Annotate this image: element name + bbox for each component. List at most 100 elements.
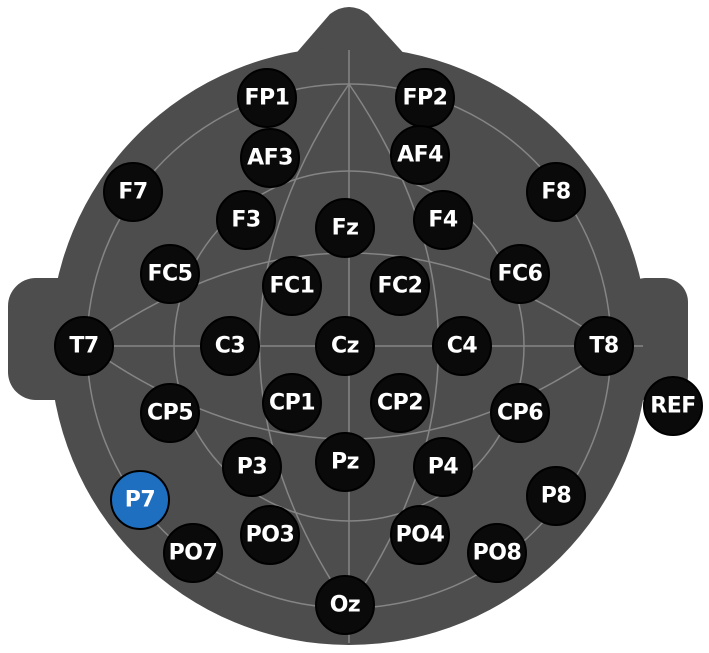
electrode-fp2[interactable]: FP2: [395, 68, 455, 128]
electrode-marker[interactable]: [240, 505, 300, 565]
electrode-label: CP1: [269, 391, 315, 416]
electrode-cz[interactable]: Cz: [315, 316, 375, 376]
electrode-label: PO8: [473, 541, 522, 566]
electrode-c4[interactable]: C4: [432, 316, 492, 376]
electrode-label: FC6: [498, 262, 543, 287]
electrode-label: T7: [69, 334, 98, 359]
electrode-marker[interactable]: [413, 437, 473, 497]
electrode-f7[interactable]: F7: [103, 162, 163, 222]
electrode-f4[interactable]: F4: [413, 190, 473, 250]
electrode-marker[interactable]: [526, 162, 586, 222]
electrode-oz[interactable]: Oz: [315, 575, 375, 635]
electrode-po8[interactable]: PO8: [467, 523, 527, 583]
electrode-marker[interactable]: [432, 316, 492, 376]
electrode-af3[interactable]: AF3: [240, 128, 300, 188]
electrode-label: FC1: [270, 274, 315, 299]
electrode-marker[interactable]: [262, 373, 322, 433]
electrode-label: P7: [125, 488, 155, 513]
electrode-po3[interactable]: PO3: [240, 505, 300, 565]
electrode-c3[interactable]: C3: [200, 316, 260, 376]
electrode-fp1[interactable]: FP1: [237, 68, 297, 128]
electrode-label: PO7: [169, 541, 218, 566]
electrode-marker[interactable]: [222, 437, 282, 497]
electrode-label: CP6: [497, 401, 543, 426]
electrode-marker[interactable]: [315, 316, 375, 376]
electrode-label: Oz: [330, 593, 361, 618]
electrode-fc2[interactable]: FC2: [370, 256, 430, 316]
electrode-marker[interactable]: [490, 383, 550, 443]
electrode-label: Pz: [331, 450, 359, 475]
electrode-label: C4: [447, 334, 478, 359]
electrode-po4[interactable]: PO4: [390, 505, 450, 565]
electrode-label: AF4: [397, 143, 443, 168]
electrode-label: Cz: [331, 334, 359, 359]
electrode-label: F4: [428, 208, 458, 233]
electrode-t8[interactable]: T8: [574, 316, 634, 376]
electrode-label: F8: [541, 180, 570, 205]
nose-shape: [292, 7, 408, 58]
electrode-marker[interactable]: [467, 523, 527, 583]
electrode-marker[interactable]: [237, 68, 297, 128]
electrode-p8[interactable]: P8: [526, 466, 586, 526]
electrode-label: REF: [650, 394, 696, 419]
electrode-cp6[interactable]: CP6: [490, 383, 550, 443]
electrode-marker[interactable]: [390, 505, 450, 565]
electrode-marker[interactable]: [315, 575, 375, 635]
electrode-fc6[interactable]: FC6: [490, 244, 550, 304]
electrode-label: P3: [237, 455, 267, 480]
electrode-p3[interactable]: P3: [222, 437, 282, 497]
electrode-af4[interactable]: AF4: [390, 125, 450, 185]
electrode-marker[interactable]: [315, 198, 375, 258]
electrode-marker[interactable]: [526, 466, 586, 526]
electrode-fc1[interactable]: FC1: [262, 256, 322, 316]
electrode-pz[interactable]: Pz: [315, 432, 375, 492]
electrode-marker[interactable]: [163, 523, 223, 583]
electrode-marker[interactable]: [574, 316, 634, 376]
electrode-label: FP1: [245, 86, 290, 111]
electrode-label: F3: [231, 208, 260, 233]
electrode-marker[interactable]: [370, 256, 430, 316]
electrode-cp5[interactable]: CP5: [140, 383, 200, 443]
electrode-marker[interactable]: [390, 125, 450, 185]
electrode-label: C3: [215, 334, 245, 359]
electrode-label: P8: [541, 484, 571, 509]
electrode-marker[interactable]: [216, 190, 276, 250]
electrode-marker[interactable]: [103, 162, 163, 222]
electrode-po7[interactable]: PO7: [163, 523, 223, 583]
electrode-marker[interactable]: [110, 470, 170, 530]
electrode-label: PO4: [396, 523, 445, 548]
electrode-marker[interactable]: [315, 432, 375, 492]
electrode-cp2[interactable]: CP2: [370, 373, 430, 433]
electrode-label: FP2: [403, 86, 448, 111]
electrode-f3[interactable]: F3: [216, 190, 276, 250]
electrode-marker[interactable]: [240, 128, 300, 188]
electrode-marker[interactable]: [140, 244, 200, 304]
electrode-fz[interactable]: Fz: [315, 198, 375, 258]
electrode-marker[interactable]: [140, 383, 200, 443]
electrode-t7[interactable]: T7: [54, 316, 114, 376]
electrode-label: AF3: [247, 146, 293, 171]
electrode-marker[interactable]: [413, 190, 473, 250]
electrode-label: P4: [428, 455, 459, 480]
electrode-label: CP2: [377, 391, 423, 416]
electrode-label: PO3: [246, 523, 295, 548]
electrode-fc5[interactable]: FC5: [140, 244, 200, 304]
electrode-f8[interactable]: F8: [526, 162, 586, 222]
electrode-ref[interactable]: REF: [643, 376, 703, 436]
electrode-cp1[interactable]: CP1: [262, 373, 322, 433]
electrode-marker[interactable]: [200, 316, 260, 376]
electrode-p4[interactable]: P4: [413, 437, 473, 497]
electrode-label: T8: [589, 334, 618, 359]
electrode-marker[interactable]: [490, 244, 550, 304]
electrode-label: F7: [118, 180, 147, 205]
electrode-label: FC5: [148, 262, 193, 287]
electrode-label: FC2: [378, 274, 423, 299]
electrode-p7[interactable]: P7: [110, 470, 170, 530]
electrode-label: Fz: [332, 216, 359, 241]
electrode-marker[interactable]: [262, 256, 322, 316]
electrode-marker[interactable]: [643, 376, 703, 436]
electrode-marker[interactable]: [370, 373, 430, 433]
electrode-marker[interactable]: [54, 316, 114, 376]
grid-ring-inner: [173, 170, 525, 522]
